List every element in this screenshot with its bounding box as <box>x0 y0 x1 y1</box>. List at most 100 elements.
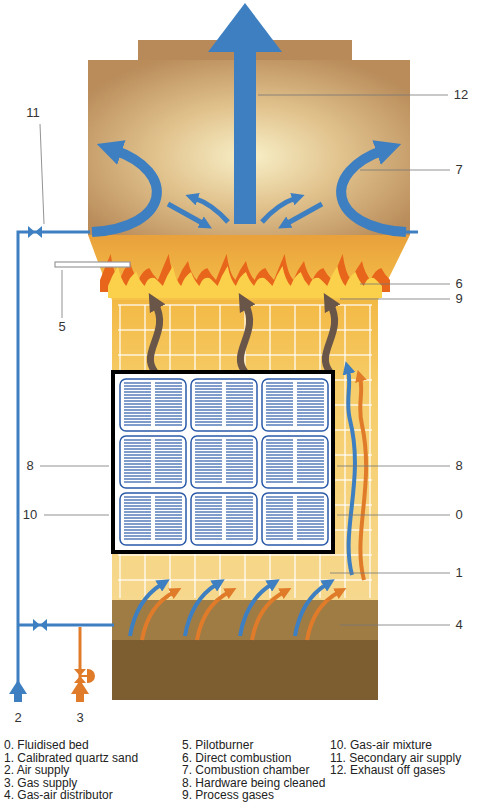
panel-stripe <box>226 526 253 527</box>
panel-stripe <box>226 466 253 467</box>
leader-line <box>44 515 109 516</box>
panel-stripe <box>155 391 182 392</box>
callout-holder: 3 <box>76 711 83 725</box>
panel-stripe <box>155 529 182 530</box>
panel-stripe <box>155 469 182 470</box>
panel-stripe <box>297 505 324 506</box>
grid-line <box>344 305 346 598</box>
gas-flow-arrow <box>252 592 284 640</box>
panel-stripe <box>297 409 324 410</box>
callout-holder: 2 <box>14 711 21 725</box>
gas-flow-arrow <box>142 592 174 640</box>
panel-stripe <box>124 406 151 407</box>
panel-stripe <box>195 511 222 512</box>
panel-stripe <box>195 499 222 500</box>
panel-stripe <box>124 514 151 515</box>
panel-stripe <box>124 508 151 509</box>
hardware-panel <box>262 379 328 431</box>
panel-stripe <box>195 403 222 404</box>
panel-stripe <box>124 445 151 446</box>
panel-stripe <box>226 397 253 398</box>
pilot-burner <box>55 262 130 267</box>
panel-stripe <box>226 463 253 464</box>
panel-stripe <box>124 469 151 470</box>
callout-holder: 1 <box>455 566 462 580</box>
panel-stripe <box>266 538 293 539</box>
panel-stripe <box>124 454 151 455</box>
panel-stripe <box>155 382 182 383</box>
panel-stripe <box>266 532 293 533</box>
panel-stripe <box>155 409 182 410</box>
legend-row: 11. Secondary air supply <box>330 752 461 764</box>
panel-stripe <box>195 439 222 440</box>
panel-stripe <box>297 469 324 470</box>
panel-stripe <box>297 397 324 398</box>
panel-stripe <box>266 523 293 524</box>
secondary-air-swirl <box>341 150 406 232</box>
panel-stripe <box>266 391 293 392</box>
panel-stripe <box>155 400 182 401</box>
legend-text: 8. Hardware being cleaned <box>182 777 325 789</box>
callout-number: 9 <box>455 292 462 306</box>
callout-number: 0 <box>455 508 462 522</box>
panel-stripe <box>226 403 253 404</box>
panel-stripe <box>226 388 253 389</box>
panel-stripe <box>124 442 151 443</box>
panel-stripe <box>124 466 151 467</box>
panel-stripe <box>266 499 293 500</box>
panel-stripe <box>124 421 151 422</box>
panel-stripe <box>297 502 324 503</box>
panel-stripe <box>195 451 222 452</box>
flames-inner <box>108 266 382 298</box>
legend-row: 12. Exhaust off gases <box>330 764 445 776</box>
hardware-panel <box>262 436 328 488</box>
panel-stripe <box>266 478 293 479</box>
panel-stripe <box>297 394 324 395</box>
legend-text: 11. Secondary air supply <box>330 752 461 764</box>
panel-stripe <box>155 394 182 395</box>
callout-holder: 8 <box>26 459 33 473</box>
panel-stripe <box>226 529 253 530</box>
panel-stripe <box>226 535 253 536</box>
panel-stripe <box>155 517 182 518</box>
panel-stripe <box>297 514 324 515</box>
panel-stripe <box>297 454 324 455</box>
panel-stripe <box>155 463 182 464</box>
panel-stripe <box>155 502 182 503</box>
panel-stripe <box>226 532 253 533</box>
panel-stripe <box>195 523 222 524</box>
panel-stripe <box>124 511 151 512</box>
panel-stripe <box>124 481 151 482</box>
legend-text: 12. Exhaust off gases <box>330 764 445 776</box>
exhaust-shaft <box>234 48 256 224</box>
process-gas-arrow <box>240 304 249 372</box>
panel-stripe <box>155 451 182 452</box>
panel-stripe <box>297 499 324 500</box>
panel-stripe <box>226 412 253 413</box>
callout-number: 2 <box>14 711 21 725</box>
panel-stripe <box>155 454 182 455</box>
panel-stripe <box>297 460 324 461</box>
panel-stripe <box>195 514 222 515</box>
panel-stripe <box>124 424 151 425</box>
panel-stripe <box>155 523 182 524</box>
panel-stripe <box>155 505 182 506</box>
gas-inlet-arrowhead <box>71 680 89 694</box>
panel-stripe <box>266 457 293 458</box>
panel-stripe <box>226 415 253 416</box>
panel-stripe <box>226 499 253 500</box>
panel-stripe <box>226 448 253 449</box>
callout-number: 3 <box>76 711 83 725</box>
panel-stripe <box>195 526 222 527</box>
panel-stripe <box>155 460 182 461</box>
chamber-flow-arrow <box>262 198 296 222</box>
panel-stripe <box>226 505 253 506</box>
panel-stripe <box>226 460 253 461</box>
panel-stripe <box>195 463 222 464</box>
panel-stripe <box>266 445 293 446</box>
panel-stripe <box>155 385 182 386</box>
hardware-panel <box>262 493 328 545</box>
legend-row: 4. Gas-air distributor <box>4 789 113 801</box>
